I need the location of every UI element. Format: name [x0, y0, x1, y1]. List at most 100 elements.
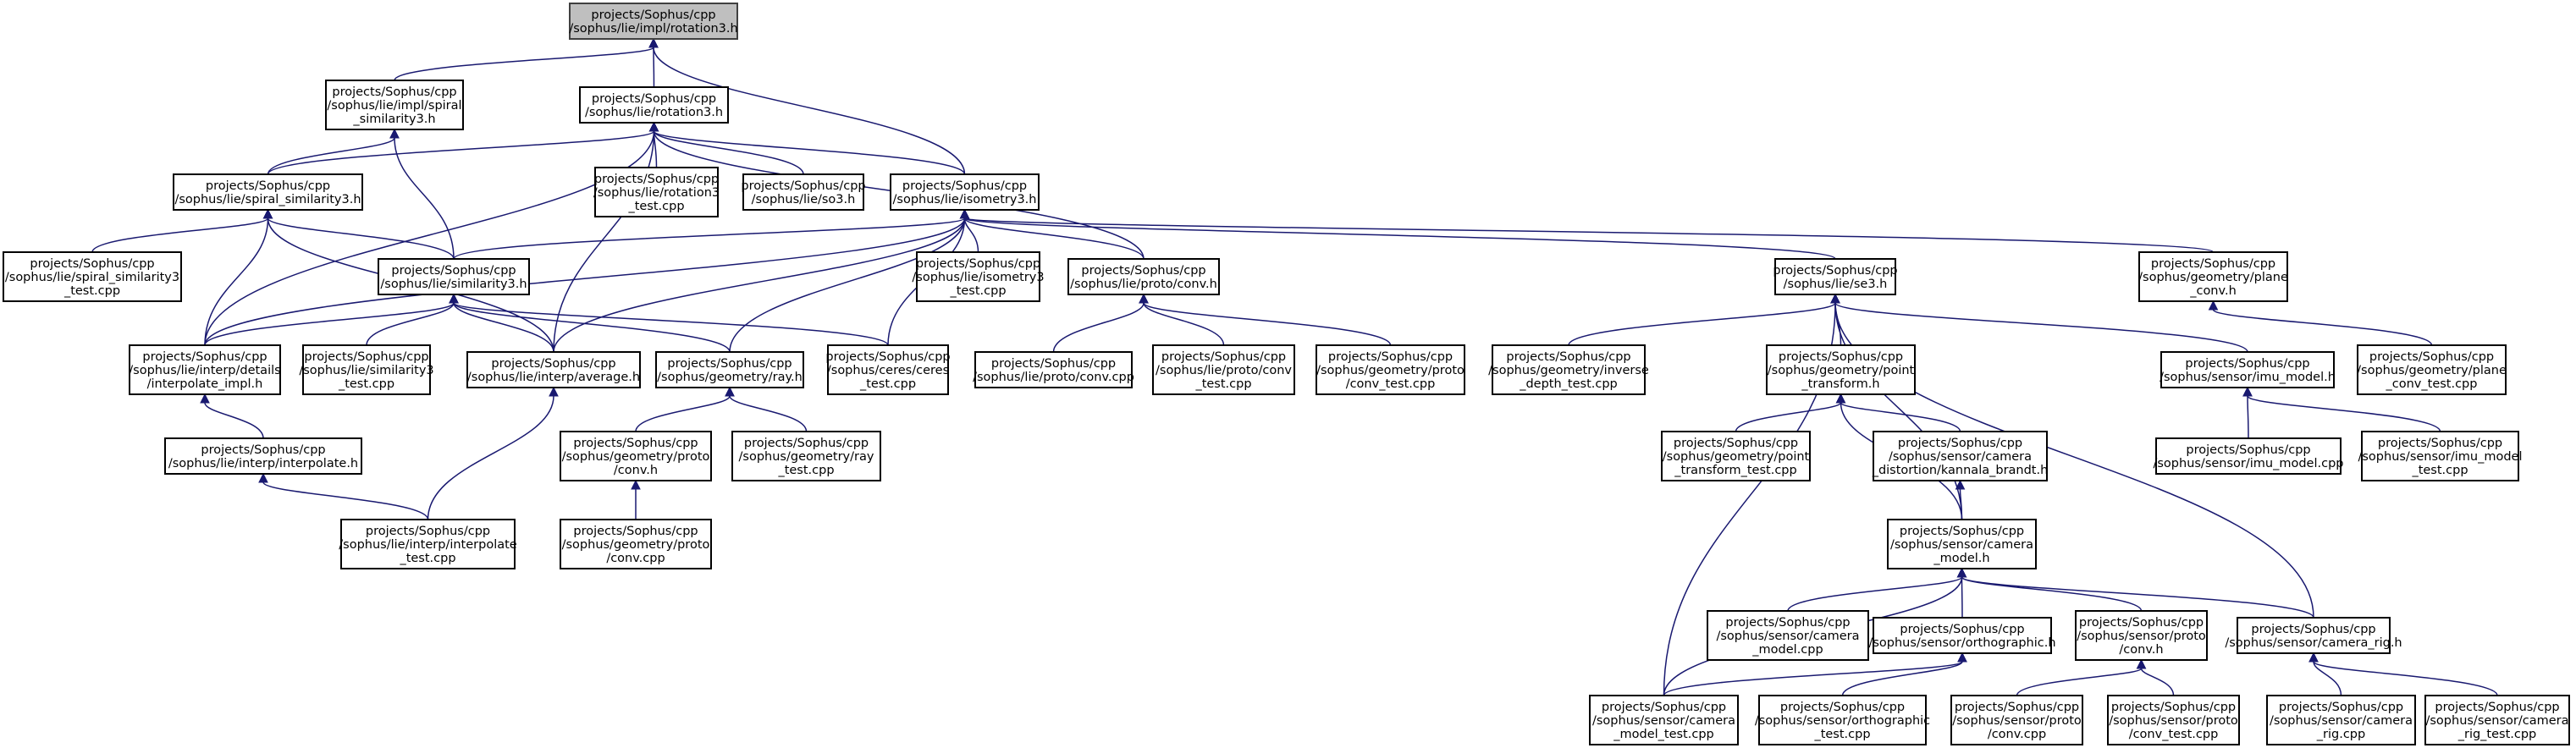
node-box[interactable] [827, 344, 949, 395]
node-imu-model[interactable]: projects/Sophus/cpp/sophus/sensor/imu_mo… [2160, 351, 2336, 388]
node-box[interactable] [2138, 251, 2288, 302]
node-box[interactable] [731, 431, 881, 481]
node-box [569, 3, 738, 40]
node-label-line: /sophus/lie/similarity3.h [380, 278, 527, 291]
node-camera-model-cpp[interactable]: projects/Sophus/cpp/sophus/sensor/camera… [1707, 610, 1869, 661]
node-box[interactable] [655, 351, 804, 388]
node-box[interactable] [1492, 344, 1646, 395]
node-box[interactable] [560, 431, 712, 481]
node-camera-model-test[interactable]: projects/Sophus/cpp/sophus/sensor/camera… [1589, 695, 1739, 745]
node-average[interactable]: projects/Sophus/cpp/sophus/lie/interp/av… [466, 351, 641, 388]
edge-spiral_sim3_impl-to-rotation3_impl [394, 37, 659, 81]
node-box[interactable] [2155, 437, 2342, 475]
node-isometry3[interactable]: projects/Sophus/cpp/sophus/lie/isometry3… [890, 173, 1040, 211]
node-box[interactable] [2361, 431, 2519, 481]
node-imu-model-test[interactable]: projects/Sophus/cpp/sophus/sensor/imu_mo… [2358, 431, 2523, 481]
node-box[interactable] [1873, 431, 2048, 481]
node-label-line: projects/Sophus/cpp [206, 179, 330, 193]
node-sensor-proto-conv[interactable]: projects/Sophus/cpp/sophus/sensor/proto/… [2075, 610, 2208, 661]
node-box[interactable] [340, 519, 516, 569]
node-box[interactable] [1758, 695, 1927, 745]
node-box[interactable] [2075, 610, 2208, 661]
node-box[interactable] [1707, 610, 1869, 661]
node-box[interactable] [164, 437, 362, 475]
node-sensor-proto-conv-cpp[interactable]: projects/Sophus/cpp/sophus/sensor/proto/… [1950, 695, 2083, 745]
node-camera-rig-test[interactable]: projects/Sophus/cpp/sophus/sensor/camera… [2424, 695, 2570, 745]
node-box[interactable] [974, 351, 1133, 388]
node-ray-test[interactable]: projects/Sophus/cpp/sophus/geometry/ray_… [731, 431, 881, 481]
node-geom-proto-conv-cpp[interactable]: projects/Sophus/cpp/sophus/geometry/prot… [560, 519, 712, 569]
node-spiral-sim3[interactable]: projects/Sophus/cpp/sophus/lie/spiral_si… [173, 173, 363, 211]
edge-sensor_proto_conv_test-to-sensor_proto_conv [2136, 658, 2175, 696]
node-box[interactable] [560, 519, 712, 569]
node-box[interactable] [2266, 695, 2416, 745]
node-box[interactable] [129, 344, 281, 395]
node-camera-model[interactable]: projects/Sophus/cpp/sophus/sensor/camera… [1887, 519, 2037, 569]
node-box[interactable] [2237, 617, 2391, 654]
node-box[interactable] [2424, 695, 2570, 745]
node-so3[interactable]: projects/Sophus/cpp/sophus/lie/so3.h [741, 173, 866, 211]
node-lie-proto-conv-test[interactable]: projects/Sophus/cpp/sophus/lie/proto/con… [1152, 344, 1295, 395]
node-box[interactable] [890, 173, 1040, 211]
node-rotation3[interactable]: projects/Sophus/cpp/sophus/lie/rotation3… [579, 86, 729, 124]
node-box[interactable] [742, 173, 864, 211]
node-spiral-sim3-test[interactable]: projects/Sophus/cpp/sophus/lie/spiral_si… [3, 251, 182, 302]
node-rotation3-test[interactable]: projects/Sophus/cpp/sophus/lie/rotation3… [593, 167, 720, 217]
node-geom-proto-conv[interactable]: projects/Sophus/cpp/sophus/geometry/prot… [560, 431, 712, 481]
node-ceres-test[interactable]: projects/Sophus/cpp/sophus/ceres/ceres_t… [825, 344, 951, 395]
node-orthographic[interactable]: projects/Sophus/cpp/sophus/sensor/orthog… [1868, 617, 2056, 654]
node-kannala-brandt[interactable]: projects/Sophus/cpp/sophus/sensor/camera… [1872, 431, 2049, 481]
node-box[interactable] [1950, 695, 2083, 745]
node-box[interactable] [594, 167, 719, 217]
node-plane-conv[interactable]: projects/Sophus/cpp/sophus/geometry/plan… [2138, 251, 2288, 302]
edge-line [963, 217, 1145, 260]
node-box[interactable] [1766, 344, 1916, 395]
node-imu-model-cpp[interactable]: projects/Sophus/cpp/sophus/sensor/imu_mo… [2153, 437, 2344, 475]
node-point-transform[interactable]: projects/Sophus/cpp/sophus/geometry/poin… [1766, 344, 1916, 395]
node-geom-proto-conv-test[interactable]: projects/Sophus/cpp/sophus/geometry/prot… [1316, 344, 1465, 395]
node-box[interactable] [1774, 258, 1896, 295]
edge-ray-to-similarity3 [449, 293, 731, 353]
node-label-line: /sophus/geometry/inverse [1488, 364, 1649, 377]
node-interpolate-impl[interactable]: projects/Sophus/cpp/sophus/lie/interp/de… [129, 344, 281, 395]
node-box[interactable] [302, 344, 431, 395]
node-box[interactable] [1589, 695, 1739, 745]
edge-line [394, 47, 654, 81]
node-box[interactable] [1661, 431, 1811, 481]
node-orthographic-test[interactable]: projects/Sophus/cpp/sophus/sensor/orthog… [1755, 695, 1930, 745]
node-lie-proto-conv-cpp[interactable]: projects/Sophus/cpp/sophus/lie/proto/con… [973, 351, 1134, 388]
node-interpolate-test[interactable]: projects/Sophus/cpp/sophus/lie/interp/in… [339, 519, 517, 569]
node-camera-rig-cpp[interactable]: projects/Sophus/cpp/sophus/sensor/camera… [2266, 695, 2416, 745]
edge-arrowhead [1957, 652, 1967, 663]
node-label-line: projects/Sophus/cpp [2185, 357, 2309, 371]
edge-line [394, 137, 455, 260]
node-box[interactable] [1152, 344, 1295, 395]
node-box[interactable] [1887, 519, 2037, 569]
node-box[interactable] [579, 86, 729, 124]
node-box[interactable] [173, 173, 363, 211]
node-box[interactable] [2357, 344, 2507, 395]
node-interpolate[interactable]: projects/Sophus/cpp/sophus/lie/interp/in… [164, 437, 362, 475]
node-box[interactable] [466, 351, 641, 388]
node-plane-conv-test[interactable]: projects/Sophus/cpp/sophus/geometry/plan… [2357, 344, 2507, 395]
node-box[interactable] [1067, 258, 1220, 295]
node-box[interactable] [1873, 617, 2052, 654]
node-box[interactable] [325, 80, 464, 130]
node-box[interactable] [3, 251, 182, 302]
node-box[interactable] [2160, 351, 2335, 388]
node-box[interactable] [1316, 344, 1465, 395]
node-isometry3-test[interactable]: projects/Sophus/cpp/sophus/lie/isometry3… [912, 251, 1045, 302]
node-sensor-proto-conv-test[interactable]: projects/Sophus/cpp/sophus/sensor/proto/… [2107, 695, 2240, 745]
node-spiral-sim3-impl[interactable]: projects/Sophus/cpp/sophus/lie/impl/spir… [325, 80, 464, 130]
node-box[interactable] [916, 251, 1040, 302]
node-ray[interactable]: projects/Sophus/cpp/sophus/geometry/ray.… [655, 351, 804, 388]
node-camera-rig[interactable]: projects/Sophus/cpp/sophus/sensor/camera… [2225, 617, 2402, 654]
node-lie-proto-conv[interactable]: projects/Sophus/cpp/sophus/lie/proto/con… [1067, 258, 1220, 295]
node-box[interactable] [378, 258, 530, 295]
node-similarity3-test[interactable]: projects/Sophus/cpp/sophus/lie/similarit… [299, 344, 434, 395]
node-point-transform-test[interactable]: projects/Sophus/cpp/sophus/geometry/poin… [1661, 431, 1811, 481]
node-similarity3[interactable]: projects/Sophus/cpp/sophus/lie/similarit… [378, 258, 530, 295]
node-inverse-depth-test[interactable]: projects/Sophus/cpp/sophus/geometry/inve… [1488, 344, 1649, 395]
node-box[interactable] [2107, 695, 2240, 745]
node-se3[interactable]: projects/Sophus/cpp/sophus/lie/se3.h [1773, 258, 1898, 295]
